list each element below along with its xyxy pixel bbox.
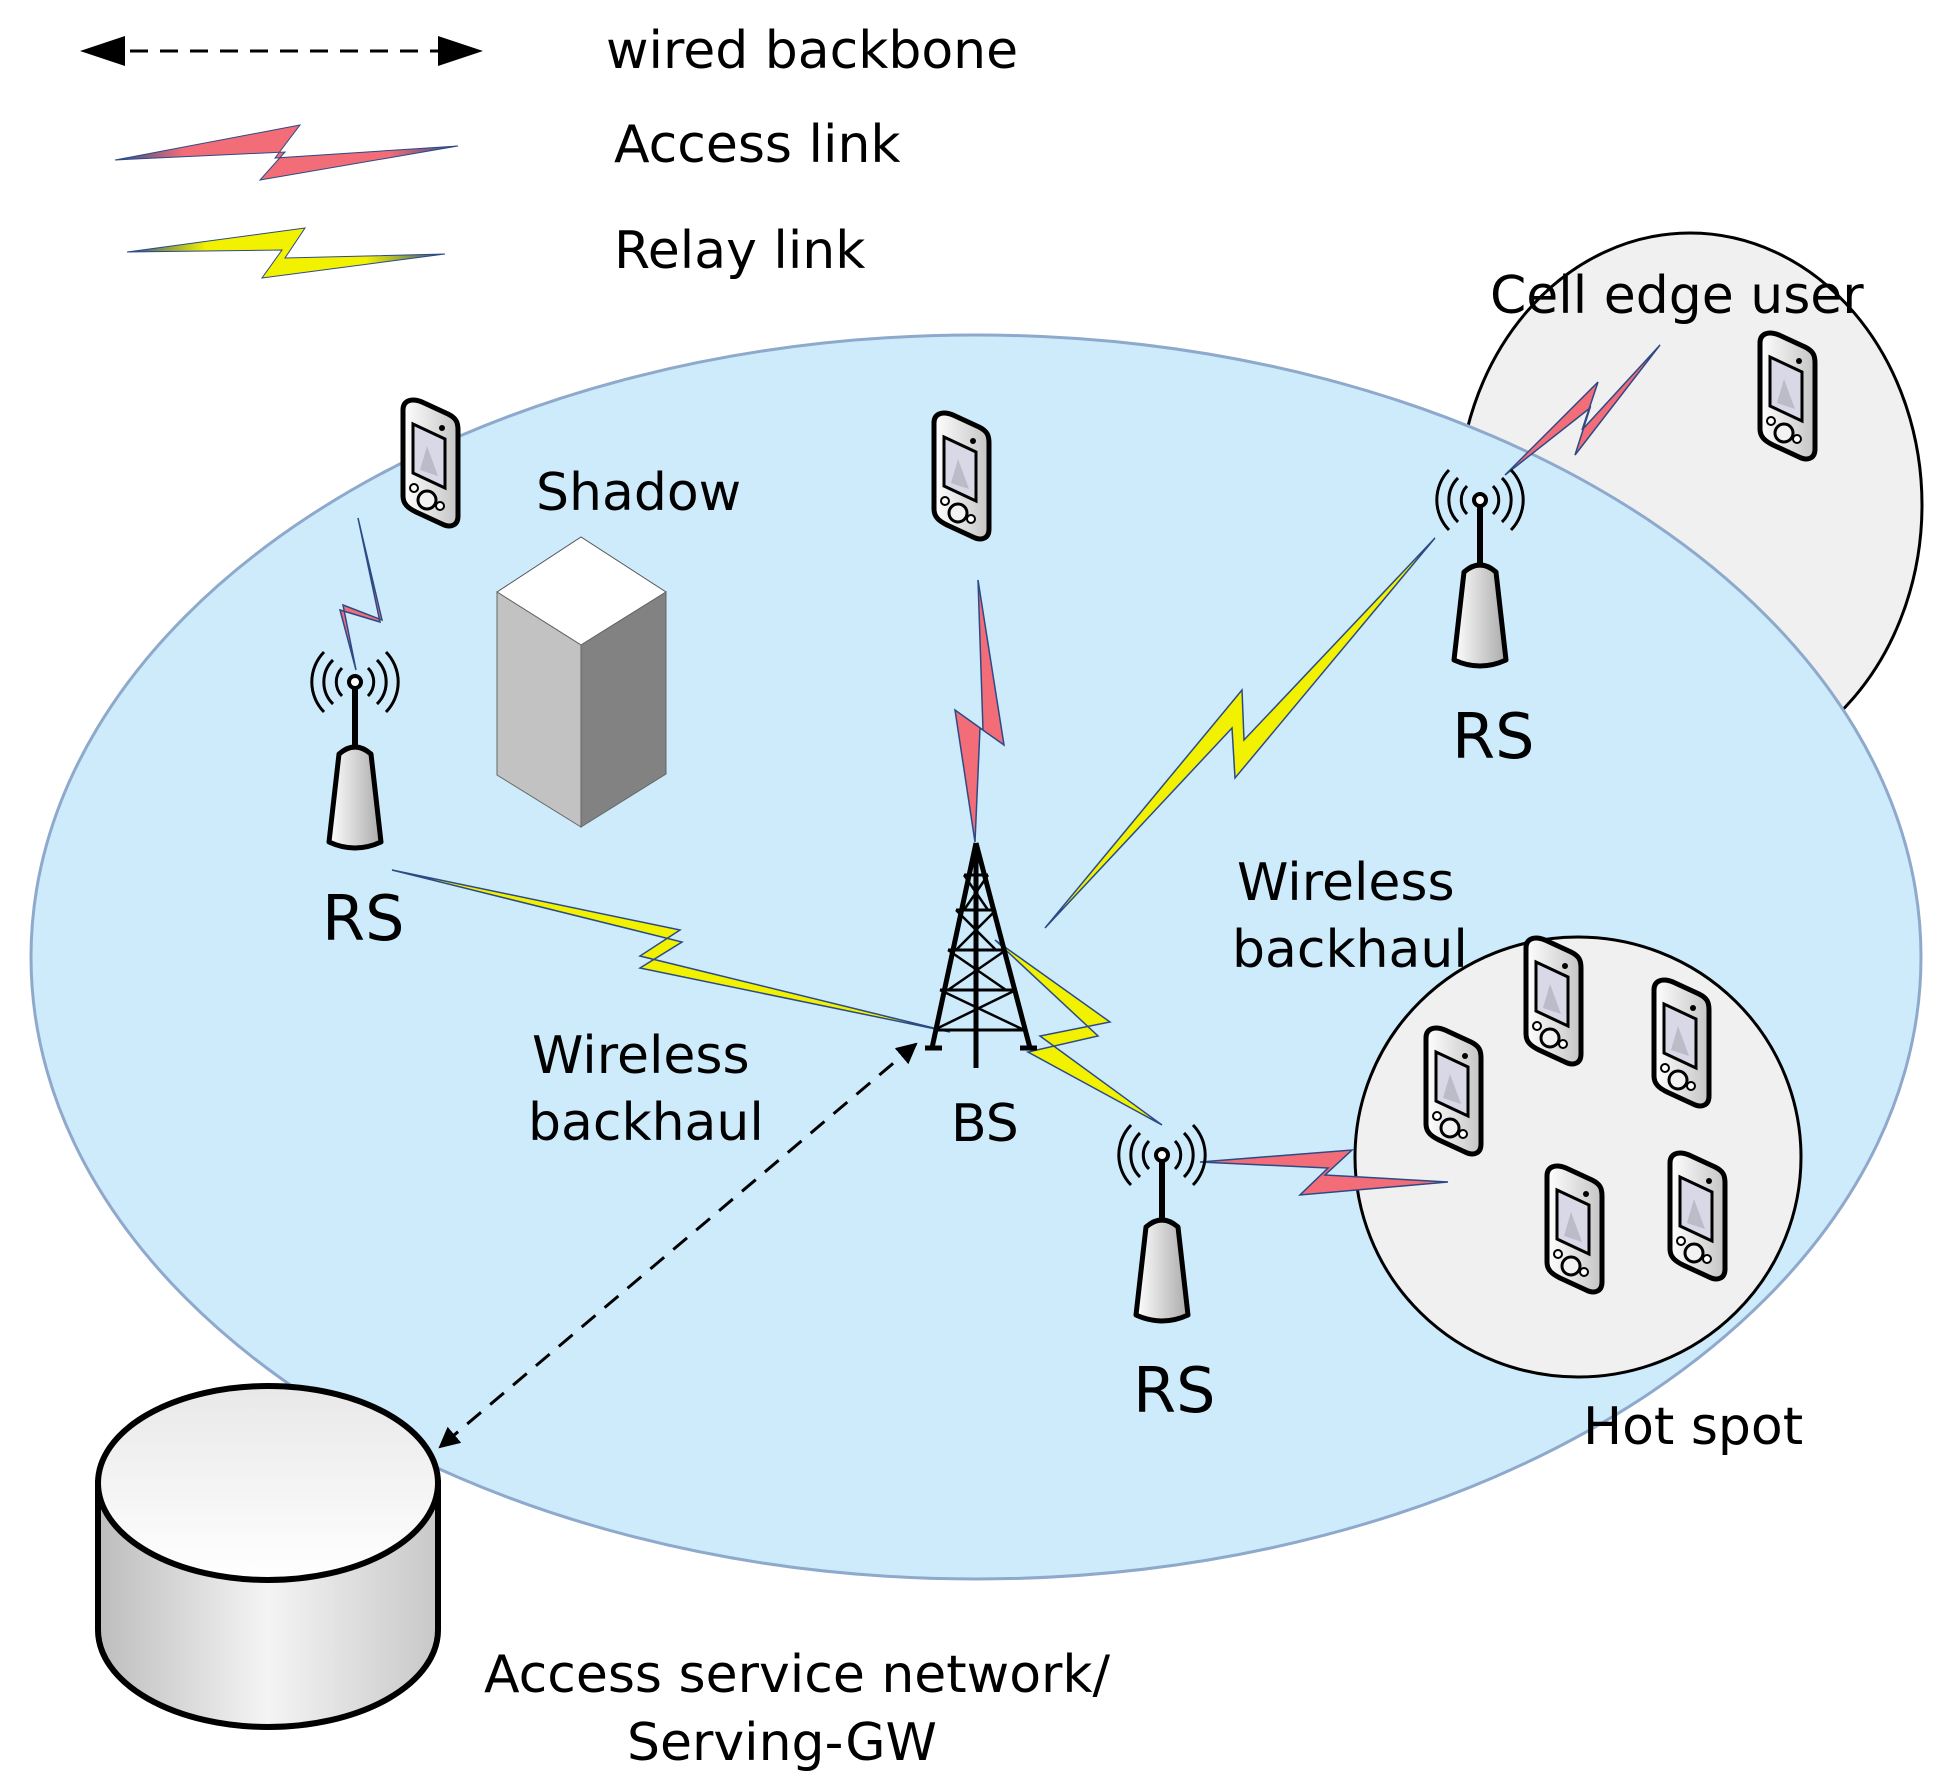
- handheld-device-icon-left: [403, 400, 458, 526]
- handheld-device-icon-top: [934, 413, 989, 539]
- cell-edge-user-label: Cell edge user: [1490, 266, 1864, 326]
- shadow-label: Shadow: [536, 463, 741, 523]
- bs-label: BS: [951, 1094, 1019, 1154]
- handheld-device-icon-cell-edge: [1760, 333, 1815, 459]
- asn-label-line2: Serving-GW: [627, 1713, 937, 1773]
- base-station-tower-icon: [925, 842, 1037, 1068]
- hot-spot-label: Hot spot: [1583, 1397, 1803, 1457]
- handheld-device-icon-hotspot-4: [1547, 1166, 1602, 1292]
- relay-link-left: [391, 869, 951, 1033]
- wireless-backhaul-right-line2: backhaul: [1232, 920, 1468, 980]
- relay-link-bottom: [994, 939, 1163, 1126]
- access-link-hot-spot: [1199, 1149, 1449, 1196]
- wireless-backhaul-left-line1: Wireless: [532, 1026, 750, 1086]
- wired-backbone-legend-arrow-left: [80, 36, 125, 66]
- access-link-left: [338, 517, 384, 671]
- rs-right-label: RS: [1452, 700, 1534, 773]
- asn-label-line1: Access service network/: [484, 1645, 1111, 1705]
- wired-backbone-legend-arrow-right: [438, 36, 483, 66]
- rs-left-label: RS: [322, 882, 404, 955]
- building-block-icon: [496, 536, 667, 828]
- wireless-backhaul-right-line1: Wireless: [1237, 853, 1455, 913]
- links: [338, 344, 1661, 1196]
- wireless-backhaul-left-line2: backhaul: [528, 1093, 764, 1153]
- legend-wired-label: wired backbone: [606, 21, 1018, 81]
- handheld-device-icon-hotspot-5: [1670, 1153, 1725, 1279]
- access-link-top: [953, 579, 1006, 843]
- legend-access-label: Access link: [614, 115, 901, 175]
- database-cylinder-icon: [95, 1383, 441, 1730]
- access-link-legend-bolt: [114, 124, 459, 181]
- legend: wired backbone Access link Relay link: [80, 21, 1018, 281]
- relay-link-right: [1044, 537, 1436, 929]
- handheld-device-icon-hotspot-3: [1654, 980, 1709, 1106]
- legend-relay-label: Relay link: [614, 221, 865, 281]
- rs-bottom-label: RS: [1133, 1354, 1215, 1427]
- relay-link-legend-bolt: [126, 227, 446, 279]
- handheld-device-icon-hotspot-1: [1426, 1028, 1481, 1154]
- access-link-cell-edge: [1504, 344, 1661, 476]
- wired-backbone-link: [438, 1042, 918, 1449]
- handheld-device-icon-hotspot-2: [1526, 938, 1581, 1064]
